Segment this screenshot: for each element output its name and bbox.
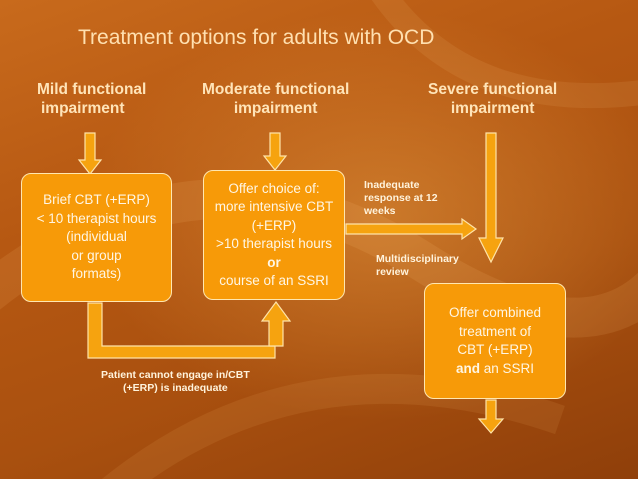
heading-moderate-line2: impairment — [233, 100, 318, 117]
note-inadequate-line1: Inadequate — [364, 179, 420, 191]
heading-severe-line2: impairment — [450, 100, 535, 117]
arrow-combined-down — [477, 399, 505, 434]
combined-line1: Offer combined — [448, 305, 542, 320]
note-cannot-engage-line2: (+ERP) is inadequate — [123, 382, 228, 394]
offer-choice-line1: Offer choice of: — [228, 180, 320, 196]
combined-line3: CBT (+ERP) — [457, 342, 533, 357]
note-multidisciplinary-line1: Multidisciplinary — [376, 253, 459, 265]
brief-cbt-line1: Brief CBT (+ERP) — [43, 192, 150, 208]
page-title: Treatment options for adults with OCD — [78, 26, 435, 49]
note-inadequate-line3: weeks — [364, 205, 396, 217]
heading-mild-line2: impairment — [41, 100, 125, 117]
offer-choice-line6: course of an SSRI — [219, 273, 329, 288]
arrow-moderate-down — [262, 132, 288, 171]
offer-choice-line4: >10 therapist hours — [216, 236, 332, 251]
heading-mild-line1: Mild functional — [37, 81, 147, 98]
heading-moderate-line1: Moderate functional — [202, 81, 350, 98]
brief-cbt-line3: (individual — [66, 229, 127, 245]
combined-and: and — [455, 360, 480, 376]
offer-choice-or: or — [267, 254, 281, 270]
note-cannot-engage: Patient cannot engage in/CBT (+ERP) is i… — [101, 369, 250, 395]
arrow-mild-elbow — [87, 302, 276, 359]
note-inadequate-response: Inadequate response at 12 weeks — [364, 179, 438, 218]
heading-severe-line1: Severe functional — [428, 81, 558, 98]
note-cannot-engage-line1: Patient cannot engage in/CBT — [101, 369, 250, 381]
combined-line2: treatment of — [458, 323, 532, 339]
offer-choice-line3: (+ERP) — [251, 217, 297, 233]
brief-cbt-line5: formats) — [71, 266, 122, 282]
brief-cbt-line4: or group — [71, 247, 122, 263]
arrow-severe-down — [478, 132, 504, 264]
note-inadequate-line2: response at 12 — [364, 192, 438, 204]
brief-cbt-line2: < 10 therapist hours — [36, 210, 157, 226]
box-combined-treatment: Offer combined treatment of CBT (+ERP) a… — [424, 283, 566, 399]
heading-moderate: Moderate functional impairment — [202, 80, 349, 118]
heading-mild: Mild functional impairment — [37, 80, 146, 118]
note-multidisciplinary-line2: review — [376, 266, 409, 278]
box-offer-choice: Offer choice of: more intensive CBT (+ER… — [203, 170, 345, 300]
box-brief-cbt: Brief CBT (+ERP) < 10 therapist hours (i… — [21, 173, 172, 302]
offer-choice-line2: more intensive CBT — [214, 199, 334, 214]
combined-ssri: an SSRI — [479, 360, 535, 376]
arrow-mild-down — [77, 132, 103, 175]
arrow-inadequate-right — [345, 217, 478, 241]
combined-line4: and an SSRI — [425, 360, 565, 379]
note-multidisciplinary-review: Multidisciplinary review — [376, 253, 459, 279]
arrow-moderate-up — [260, 300, 292, 347]
heading-severe: Severe functional impairment — [428, 80, 557, 118]
